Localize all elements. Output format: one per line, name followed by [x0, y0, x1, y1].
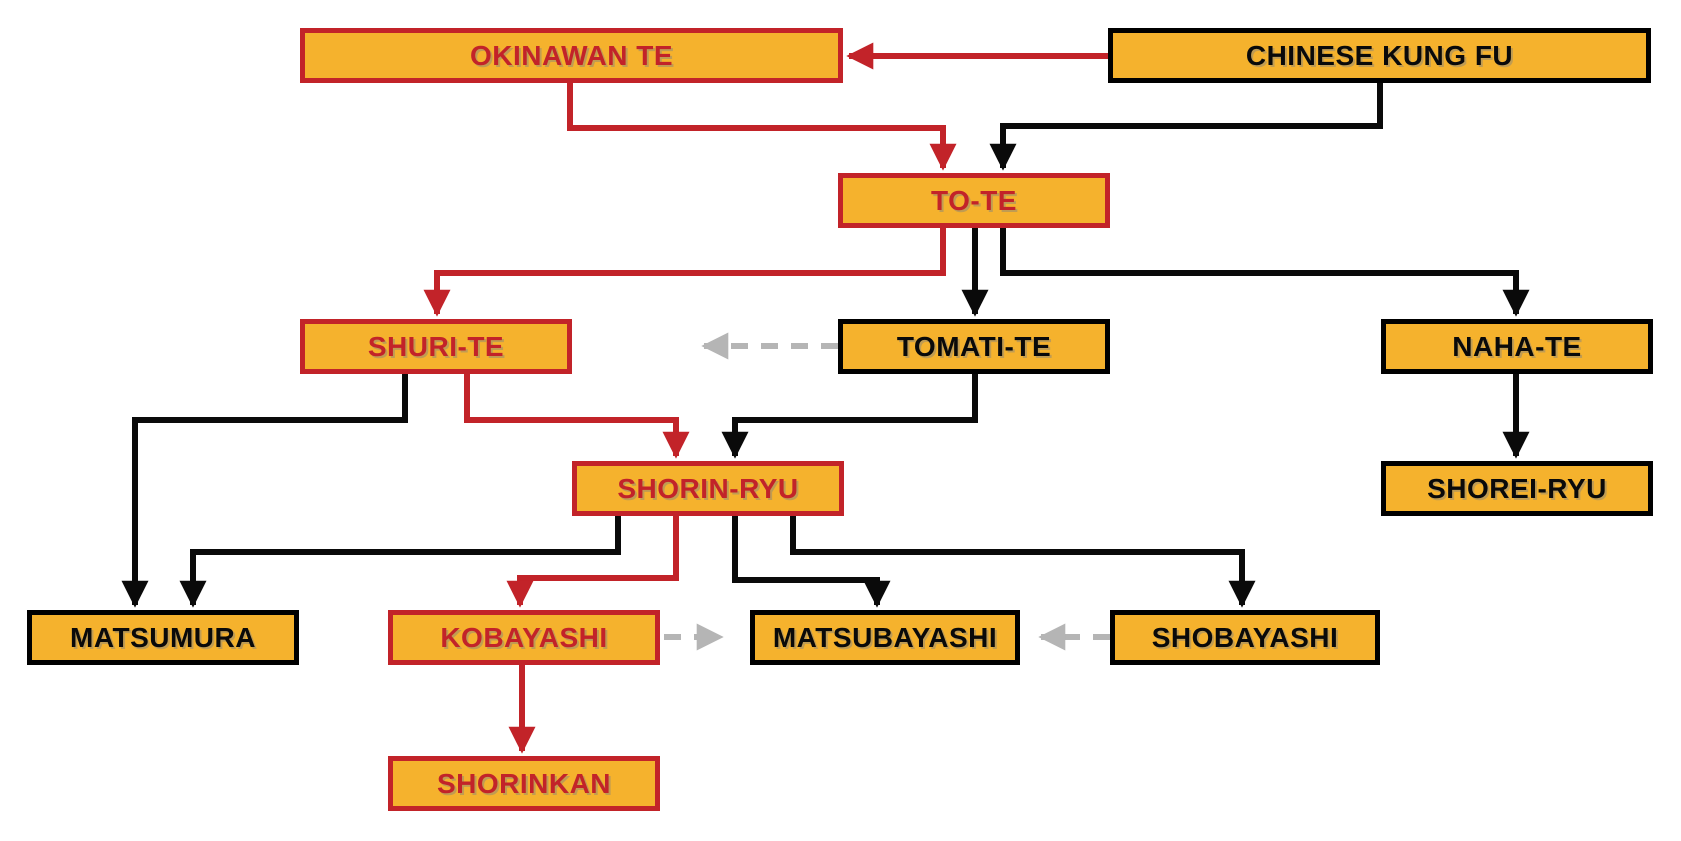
node-matsubayashi: MATSUBAYASHI [750, 610, 1020, 665]
arrow-shuri-te-to-shorin-ryu [464, 374, 690, 459]
node-okinawan-te: OKINAWAN TE [300, 28, 843, 83]
node-shorei-ryu: SHOREI-RYU [1381, 461, 1653, 516]
arrow-shorin-ryu-to-shobayashi [790, 516, 1256, 608]
arrow-chinese-kung-fu-to-to-te [989, 82, 1383, 171]
node-chinese-kung-fu: CHINESE KUNG FU [1108, 28, 1651, 83]
node-shobayashi: SHOBAYASHI [1110, 610, 1380, 665]
arrow-shorin-ryu-to-kobayashi [506, 516, 679, 608]
arrow-shorin-ryu-to-matsumura [179, 516, 621, 608]
node-shuri-te: SHURI-TE [300, 319, 572, 374]
node-tomati-te: TOMATI-TE [838, 319, 1110, 374]
node-matsumura: MATSUMURA [27, 610, 299, 665]
arrow-to-te-to-naha-te [1000, 228, 1530, 317]
arrow-shuri-te-to-matsumura [121, 374, 408, 608]
node-to-te: TO-TE [838, 173, 1110, 228]
node-shorinkan: SHORINKAN [388, 756, 660, 811]
arrow-to-te-to-shuri-te [423, 228, 946, 317]
node-naha-te: NAHA-TE [1381, 319, 1653, 374]
arrow-shorin-ryu-to-matsubayashi [732, 516, 891, 608]
node-shorin-ryu: SHORIN-RYU [572, 461, 844, 516]
node-kobayashi: KOBAYASHI [388, 610, 660, 665]
arrow-tomati-te-to-shorin-ryu [721, 374, 978, 459]
arrow-okinawan-te-to-to-te [567, 83, 957, 171]
